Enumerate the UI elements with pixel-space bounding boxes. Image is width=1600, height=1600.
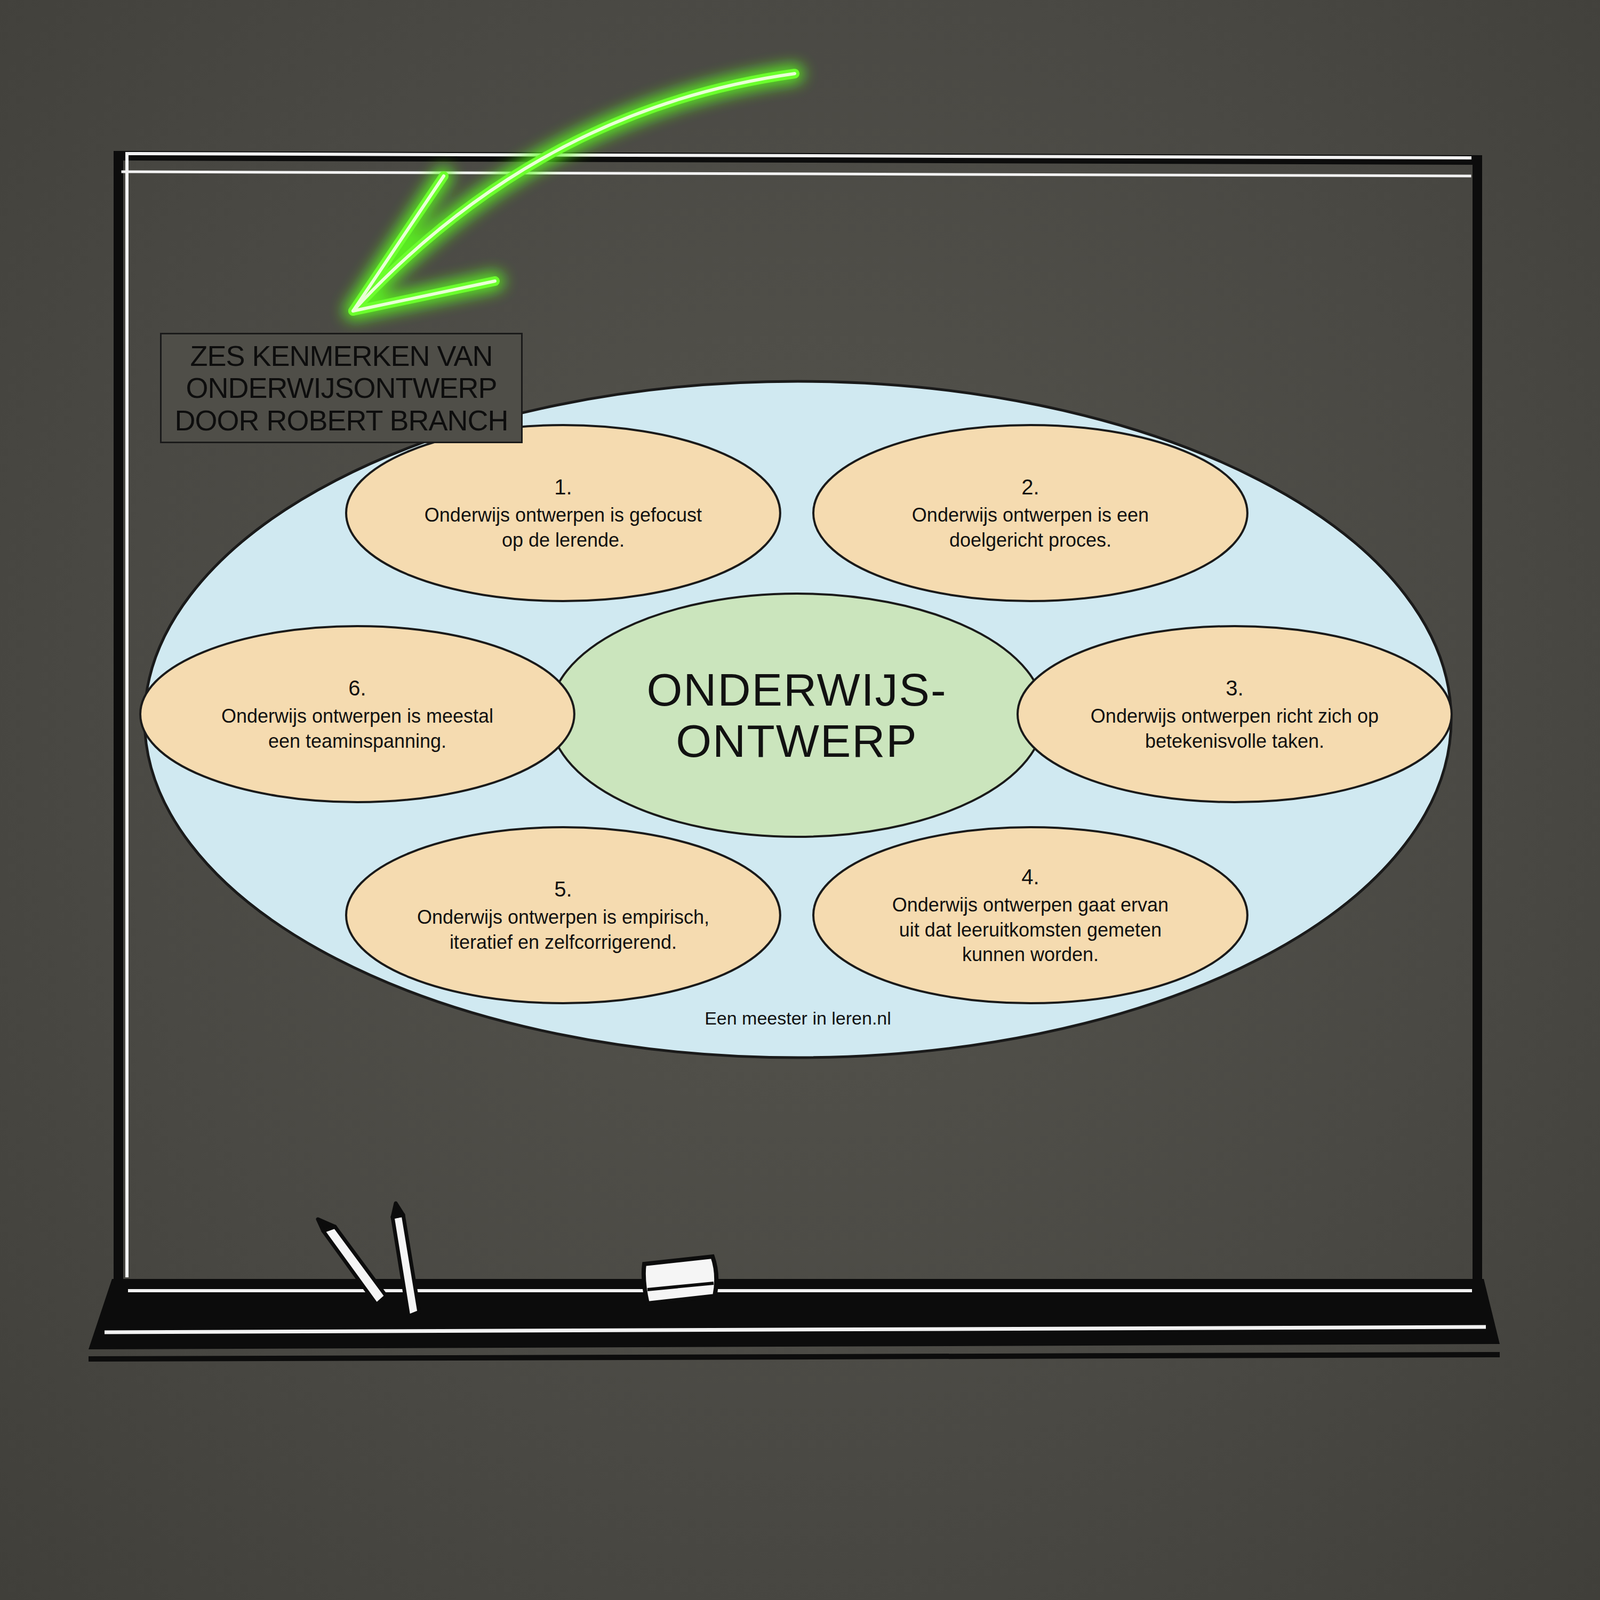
ellipse-shape bbox=[144, 381, 1452, 1058]
eraser-body bbox=[643, 1256, 717, 1304]
feature-ellipse: 2.Onderwijs ontwerpen is een doelgericht… bbox=[811, 423, 1250, 603]
tray-edge bbox=[88, 1354, 1500, 1359]
ellipse-shape bbox=[1017, 626, 1452, 803]
text-group: 5.Onderwijs ontwerpen is empirisch, iter… bbox=[413, 875, 713, 956]
chalk bbox=[317, 1203, 420, 1317]
feature-text: Onderwijs ontwerpen is een doelgericht p… bbox=[881, 502, 1180, 554]
eraser bbox=[643, 1256, 717, 1304]
ellipse-shape bbox=[140, 626, 575, 803]
arrow-shaft bbox=[353, 73, 795, 311]
arrow-glow bbox=[353, 73, 795, 311]
tray-body bbox=[88, 1278, 1500, 1350]
text-group: 3.Onderwijs ontwerpen richt zich op bete… bbox=[1085, 674, 1384, 755]
arrow-shaft bbox=[353, 73, 795, 311]
feature-ellipse: 4.Onderwijs ontwerpen gaat ervan uit dat… bbox=[811, 825, 1250, 1005]
arrow-core bbox=[353, 73, 795, 311]
ellipse-shape bbox=[346, 827, 781, 1004]
center-heading: ONDERWIJS- ONTWERP bbox=[626, 664, 968, 767]
board-frame bbox=[118, 153, 1478, 1280]
ellipse-shape bbox=[346, 425, 781, 602]
feature-text: Onderwijs ontwerpen richt zich op beteke… bbox=[1085, 704, 1384, 755]
text-group: 6.Onderwijs ontwerpen is meestal een tea… bbox=[208, 674, 507, 755]
neon-arrow bbox=[353, 73, 795, 311]
callout-number: 5. bbox=[554, 875, 572, 903]
callout-number: 1. bbox=[554, 473, 572, 501]
callout-number: 3. bbox=[1225, 674, 1244, 702]
frame-highlight bbox=[122, 171, 1470, 176]
frame-outline bbox=[118, 155, 1478, 1280]
tray-highlight bbox=[128, 1289, 1472, 1293]
text-group: ONDERWIJS- ONTWERP bbox=[626, 664, 968, 767]
callout-number: 6. bbox=[348, 674, 366, 702]
chalk-tip bbox=[317, 1219, 335, 1231]
callout-number: 2. bbox=[1021, 473, 1039, 501]
feature-text: Onderwijs ontwerpen is meestal een teami… bbox=[208, 704, 507, 755]
feature-text: Onderwijs ontwerpen gaat ervan uit dat l… bbox=[881, 892, 1180, 968]
arrow-tube bbox=[353, 73, 795, 311]
center-ellipse: ONDERWIJS- ONTWERP bbox=[548, 592, 1046, 839]
callout-number: 4. bbox=[1021, 862, 1039, 891]
text-group: 4.Onderwijs ontwerpen gaat ervan uit dat… bbox=[881, 862, 1180, 968]
frame-highlight bbox=[126, 153, 1470, 1276]
text-group: 1.Onderwijs ontwerpen is gefocust op de … bbox=[413, 473, 713, 554]
feature-ellipse: 3.Onderwijs ontwerpen richt zich op bete… bbox=[1016, 624, 1454, 804]
ellipse-shape bbox=[549, 593, 1045, 837]
tray-highlight bbox=[104, 1326, 1486, 1333]
text-group: 2.Onderwijs ontwerpen is een doelgericht… bbox=[881, 473, 1180, 554]
feature-text: Onderwijs ontwerpen is empirisch, iterat… bbox=[413, 905, 713, 956]
title-box: ZES KENMERKEN VAN ONDERWIJSONTWERP DOOR … bbox=[160, 332, 523, 444]
chalk-tray bbox=[88, 1278, 1500, 1359]
chalk-piece bbox=[392, 1214, 420, 1317]
feature-text: Onderwijs ontwerpen is gefocust op de le… bbox=[413, 502, 713, 554]
arrow-shaft bbox=[353, 73, 795, 311]
feature-ellipse: 6.Onderwijs ontwerpen is meestal een tea… bbox=[138, 624, 576, 804]
watermark: Een meester in leren.nl bbox=[704, 1006, 892, 1030]
chalk-tip bbox=[392, 1203, 404, 1218]
chalk-piece bbox=[323, 1226, 387, 1305]
feature-ellipse: 1.Onderwijs ontwerpen is gefocust op de … bbox=[344, 423, 782, 603]
feature-ellipse: 5.Onderwijs ontwerpen is empirisch, iter… bbox=[344, 825, 782, 1005]
ellipse-shape bbox=[813, 827, 1248, 1004]
arrow-head bbox=[353, 176, 495, 311]
eraser-line bbox=[647, 1283, 714, 1290]
text-group: Een meester in leren.nl bbox=[704, 1006, 892, 1030]
ellipse-shape bbox=[813, 425, 1248, 602]
outer-ellipse: Een meester in leren.nl ONDERWIJS- ONTWER… bbox=[142, 379, 1453, 1060]
